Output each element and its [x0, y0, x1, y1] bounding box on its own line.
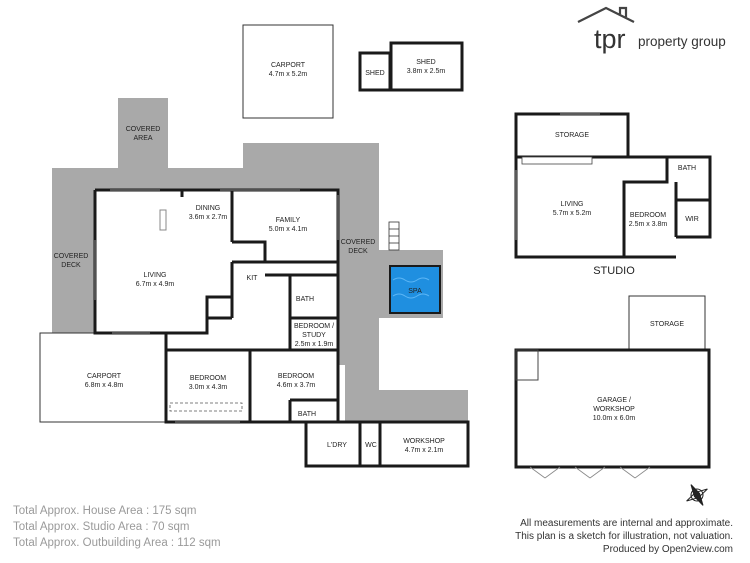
room-label: BATH [678, 165, 696, 172]
room-label: DECK [61, 262, 81, 269]
brand-name: property group [638, 34, 726, 49]
room-label: AREA [133, 135, 152, 142]
studio-walls [514, 112, 712, 259]
room-label: COVERED [341, 239, 376, 246]
room-size: 3.0m x 4.3m [189, 384, 228, 391]
room-label: BEDROOM [278, 373, 314, 380]
deck-areas [52, 98, 468, 422]
house-area-text: Total Approx. House Area : 175 sqm [13, 505, 196, 517]
studio-title: STUDIO [593, 265, 635, 277]
room-label: L'DRY [327, 442, 347, 449]
room-label: BEDROOM [190, 375, 226, 382]
room-label: CARPORT [87, 373, 122, 380]
room-size: 4.7m x 5.2m [269, 71, 308, 78]
room-size: 2.5m x 3.8m [629, 221, 668, 228]
room-size: 5.7m x 5.2m [553, 210, 592, 217]
room-label: SHED [365, 70, 384, 77]
compass-icon [686, 484, 708, 506]
room-label: DINING [196, 205, 221, 212]
room-label: SHED [416, 59, 435, 66]
room-label: BATH [298, 411, 316, 418]
disclaimer-line: All measurements are internal and approx… [520, 518, 733, 529]
outbuilding-area-text: Total Approx. Outbuilding Area : 112 sqm [13, 537, 221, 549]
room-label: STORAGE [555, 132, 589, 139]
studio-area-text: Total Approx. Studio Area : 70 sqm [13, 521, 189, 533]
room-label: WORKSHOP [593, 406, 635, 413]
room-label: DECK [348, 248, 368, 255]
room-size: 3.6m x 2.7m [189, 214, 228, 221]
room-label: GARAGE / [597, 397, 631, 404]
room-size: 4.7m x 2.1m [405, 447, 444, 454]
logo-text: tpr [594, 24, 626, 54]
room-size: 6.8m x 4.8m [85, 382, 124, 389]
brand-logo: tpr property group [577, 6, 726, 54]
room-label: BATH [296, 296, 314, 303]
room-size: 6.7m x 4.9m [136, 281, 175, 288]
room-label: BEDROOM / [294, 323, 334, 330]
room-label: COVERED [54, 253, 89, 260]
room-label: STUDY [302, 332, 326, 339]
room-label: WIR [685, 216, 699, 223]
room-label: SPA [408, 288, 422, 295]
room-size: 3.8m x 2.5m [407, 68, 446, 75]
disclaimer-line: This plan is a sketch for illustration, … [515, 531, 733, 542]
room-label: WC [365, 442, 377, 449]
room-size: 10.0m x 6.0m [593, 415, 636, 422]
disclaimer-line: Produced by Open2view.com [603, 544, 733, 555]
room-label: COVERED [126, 126, 161, 133]
room-label: WORKSHOP [403, 438, 445, 445]
room-label: KIT [247, 275, 259, 282]
house-roof-icon [577, 6, 635, 23]
room-label: LIVING [144, 272, 167, 279]
room-label: BEDROOM [630, 212, 666, 219]
room-label: LIVING [561, 201, 584, 208]
room-label: STORAGE [650, 321, 684, 328]
room-label: FAMILY [276, 217, 301, 224]
room-size: 5.0m x 4.1m [269, 226, 308, 233]
room-label: CARPORT [271, 62, 306, 69]
spa-pool [389, 265, 441, 314]
room-size: 2.5m x 1.9m [295, 341, 334, 348]
room-size: 4.6m x 3.7m [277, 382, 316, 389]
